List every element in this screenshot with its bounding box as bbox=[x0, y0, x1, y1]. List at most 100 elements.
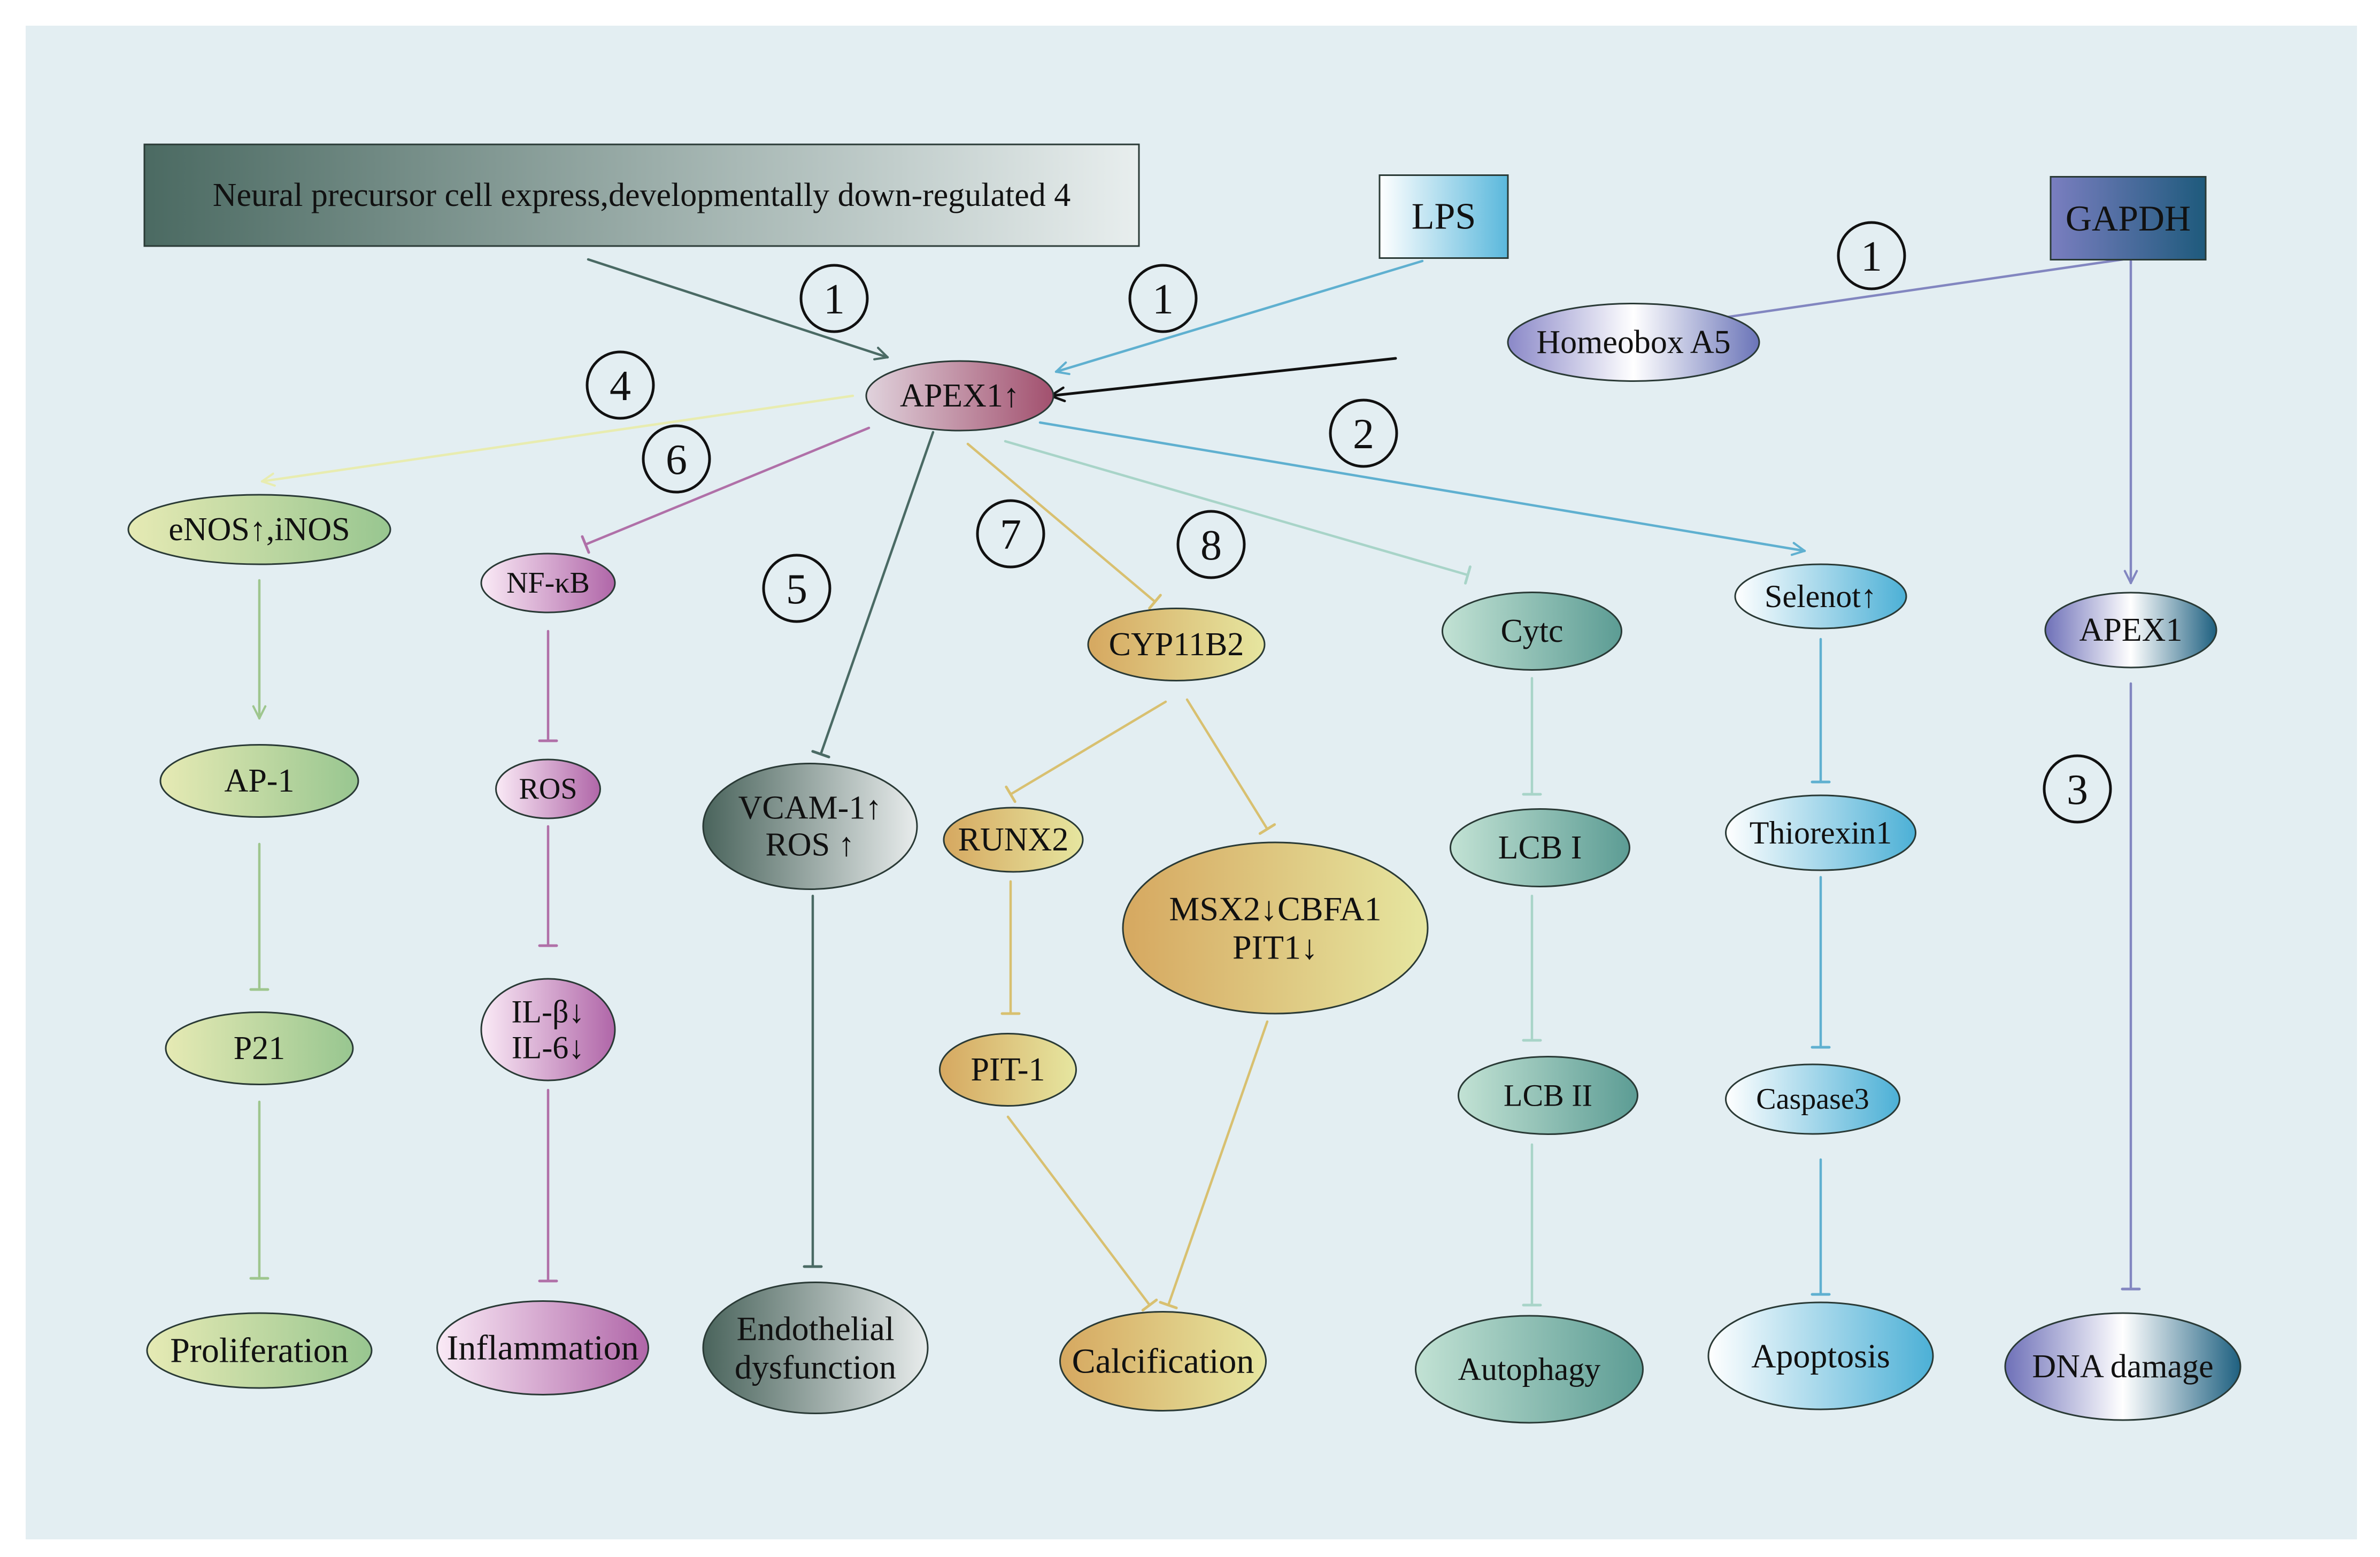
node-label-ros1: ROS bbox=[519, 772, 577, 806]
step-number-text: 4 bbox=[610, 363, 631, 410]
node-label-calcification: Calcification bbox=[1072, 1342, 1254, 1381]
node-label-lcb2: LCB II bbox=[1504, 1078, 1592, 1113]
step-number-c6: 6 bbox=[642, 424, 711, 494]
step-number-circle bbox=[762, 554, 831, 623]
node-autophagy: Autophagy bbox=[1415, 1315, 1644, 1424]
step-number-circle bbox=[586, 350, 655, 420]
node-label-pit1: PIT-1 bbox=[971, 1052, 1045, 1088]
node-label-enos: eNOS↑,iNOS bbox=[168, 511, 350, 548]
step-number-circle bbox=[2043, 754, 2112, 824]
node-label-selenot: Selenot↑ bbox=[1765, 579, 1877, 614]
node-shape-apex1_up bbox=[865, 360, 1054, 432]
node-label-gapdh: GAPDH bbox=[2066, 198, 2191, 239]
step-number-text: 2 bbox=[1353, 411, 1374, 458]
step-number-text: 1 bbox=[1152, 276, 1174, 323]
node-proliferation: Proliferation bbox=[146, 1312, 373, 1389]
edge-msx2-to-calcification bbox=[1167, 1020, 1269, 1307]
node-label-apex1: APEX1 bbox=[2079, 612, 2183, 648]
step-number-c7: 7 bbox=[976, 499, 1045, 569]
edge-apex1_up-to-cytc bbox=[1004, 440, 1469, 577]
inhibit-bar-msx2-to-calcification bbox=[1159, 1301, 1178, 1309]
node-label-cyp: CYP11B2 bbox=[1109, 626, 1244, 663]
node-label-caspase: Caspase3 bbox=[1756, 1083, 1869, 1116]
step-number-c2: 2 bbox=[1329, 398, 1398, 468]
node-homeobox: Homeobox A5 bbox=[1507, 303, 1760, 382]
edges-layer bbox=[249, 258, 2141, 1312]
node-cyp: CYP11B2 bbox=[1087, 608, 1266, 681]
edge-homeobox-to-apex1_up bbox=[1049, 357, 1397, 402]
node-shape-autophagy bbox=[1415, 1315, 1644, 1424]
edge-apex1_up-to-nfkb bbox=[584, 426, 871, 546]
node-label-vcam-1: VCAM-1↑ bbox=[738, 789, 882, 826]
edge-cyp-to-msx2 bbox=[1185, 698, 1269, 831]
step-number-c8: 8 bbox=[1176, 510, 1246, 579]
node-nfkb: NF-κB bbox=[480, 553, 616, 613]
node-lps: LPS bbox=[1378, 174, 1509, 259]
node-ros1: ROS bbox=[495, 758, 601, 819]
node-label-msx2-2: PIT1↓ bbox=[1233, 928, 1318, 966]
edge-apex1_up-to-enos bbox=[260, 394, 854, 487]
step-number-text: 8 bbox=[1200, 522, 1222, 569]
node-vcam: VCAM-1↑ROS ↑ bbox=[702, 763, 918, 890]
node-label-apex1_up: APEX1↑ bbox=[900, 378, 1020, 414]
node-label-dna: DNA damage bbox=[2032, 1348, 2213, 1385]
node-il: IL-β↓IL-6↓ bbox=[480, 978, 616, 1082]
node-shape-p21 bbox=[165, 1011, 354, 1085]
node-shape-dna bbox=[2004, 1312, 2242, 1421]
node-cytc: Cytc bbox=[1442, 592, 1622, 671]
node-ap1: AP-1 bbox=[159, 744, 359, 818]
node-shape-proliferation bbox=[146, 1312, 373, 1389]
node-apex1: APEX1 bbox=[2044, 592, 2217, 669]
background-panel bbox=[26, 26, 2357, 1539]
node-shape-ap1 bbox=[159, 744, 359, 818]
node-label-p21: P21 bbox=[234, 1030, 285, 1067]
node-label-apoptosis: Apoptosis bbox=[1751, 1337, 1890, 1375]
node-label-vcam-2: ROS ↑ bbox=[765, 827, 854, 863]
node-calcification: Calcification bbox=[1059, 1311, 1267, 1412]
edge-gapdh-to-homeobox bbox=[1669, 258, 2124, 331]
node-label-homeobox: Homeobox A5 bbox=[1536, 324, 1730, 361]
inhibit-bar-apex1_up-to-vcam bbox=[811, 750, 830, 758]
step-number-circle bbox=[799, 264, 869, 333]
node-label-ap1: AP-1 bbox=[225, 763, 295, 799]
node-label-proliferation: Proliferation bbox=[170, 1331, 349, 1370]
edge-cyp-to-runx2 bbox=[1009, 700, 1167, 796]
inhibit-bar-cyp-to-runx2 bbox=[1005, 785, 1016, 803]
node-dna: DNA damage bbox=[2004, 1312, 2242, 1421]
edge-npc-to-apex1_up bbox=[587, 258, 889, 361]
node-label-endothelial-2: dysfunction bbox=[735, 1348, 896, 1386]
node-label-nfkb: NF-κB bbox=[506, 566, 590, 600]
step-number-circle bbox=[1837, 221, 1906, 290]
node-label-npc: Neural precursor cell express,developmen… bbox=[213, 177, 1071, 213]
inhibit-bar-cyp-to-msx2 bbox=[1258, 823, 1276, 835]
edge-apex1_up-to-selenot bbox=[1038, 421, 1806, 556]
node-label-il-2: IL-6↓ bbox=[512, 1030, 585, 1065]
node-shape-cytc bbox=[1442, 592, 1622, 671]
node-shape-msx2 bbox=[1122, 841, 1429, 1015]
node-shape-inflammation bbox=[436, 1300, 649, 1395]
node-shape-caspase bbox=[1725, 1063, 1900, 1135]
step-number-c4: 4 bbox=[586, 350, 655, 420]
node-shape-gapdh bbox=[2050, 176, 2207, 260]
node-label-autophagy: Autophagy bbox=[1458, 1352, 1601, 1387]
node-pit1: PIT-1 bbox=[939, 1033, 1077, 1107]
node-shape-nfkb bbox=[480, 553, 616, 613]
node-shape-endothelial bbox=[702, 1282, 929, 1414]
node-enos: eNOS↑,iNOS bbox=[127, 494, 391, 565]
node-label-inflammation: Inflammation bbox=[446, 1329, 638, 1368]
node-label-lps: LPS bbox=[1412, 196, 1476, 237]
node-shape-il bbox=[480, 978, 616, 1082]
node-shape-thiorexin bbox=[1725, 794, 1916, 871]
step-number-circle bbox=[1329, 398, 1398, 468]
node-lcb1: LCB I bbox=[1450, 808, 1630, 887]
step-number-text: 5 bbox=[786, 566, 807, 613]
nodes-layer: Neural precursor cell express,developmen… bbox=[127, 143, 2242, 1424]
step-number-text: 1 bbox=[823, 276, 845, 323]
node-shape-pit1 bbox=[939, 1033, 1077, 1107]
node-label-runx2: RUNX2 bbox=[958, 822, 1069, 858]
node-apoptosis: Apoptosis bbox=[1707, 1301, 1934, 1410]
